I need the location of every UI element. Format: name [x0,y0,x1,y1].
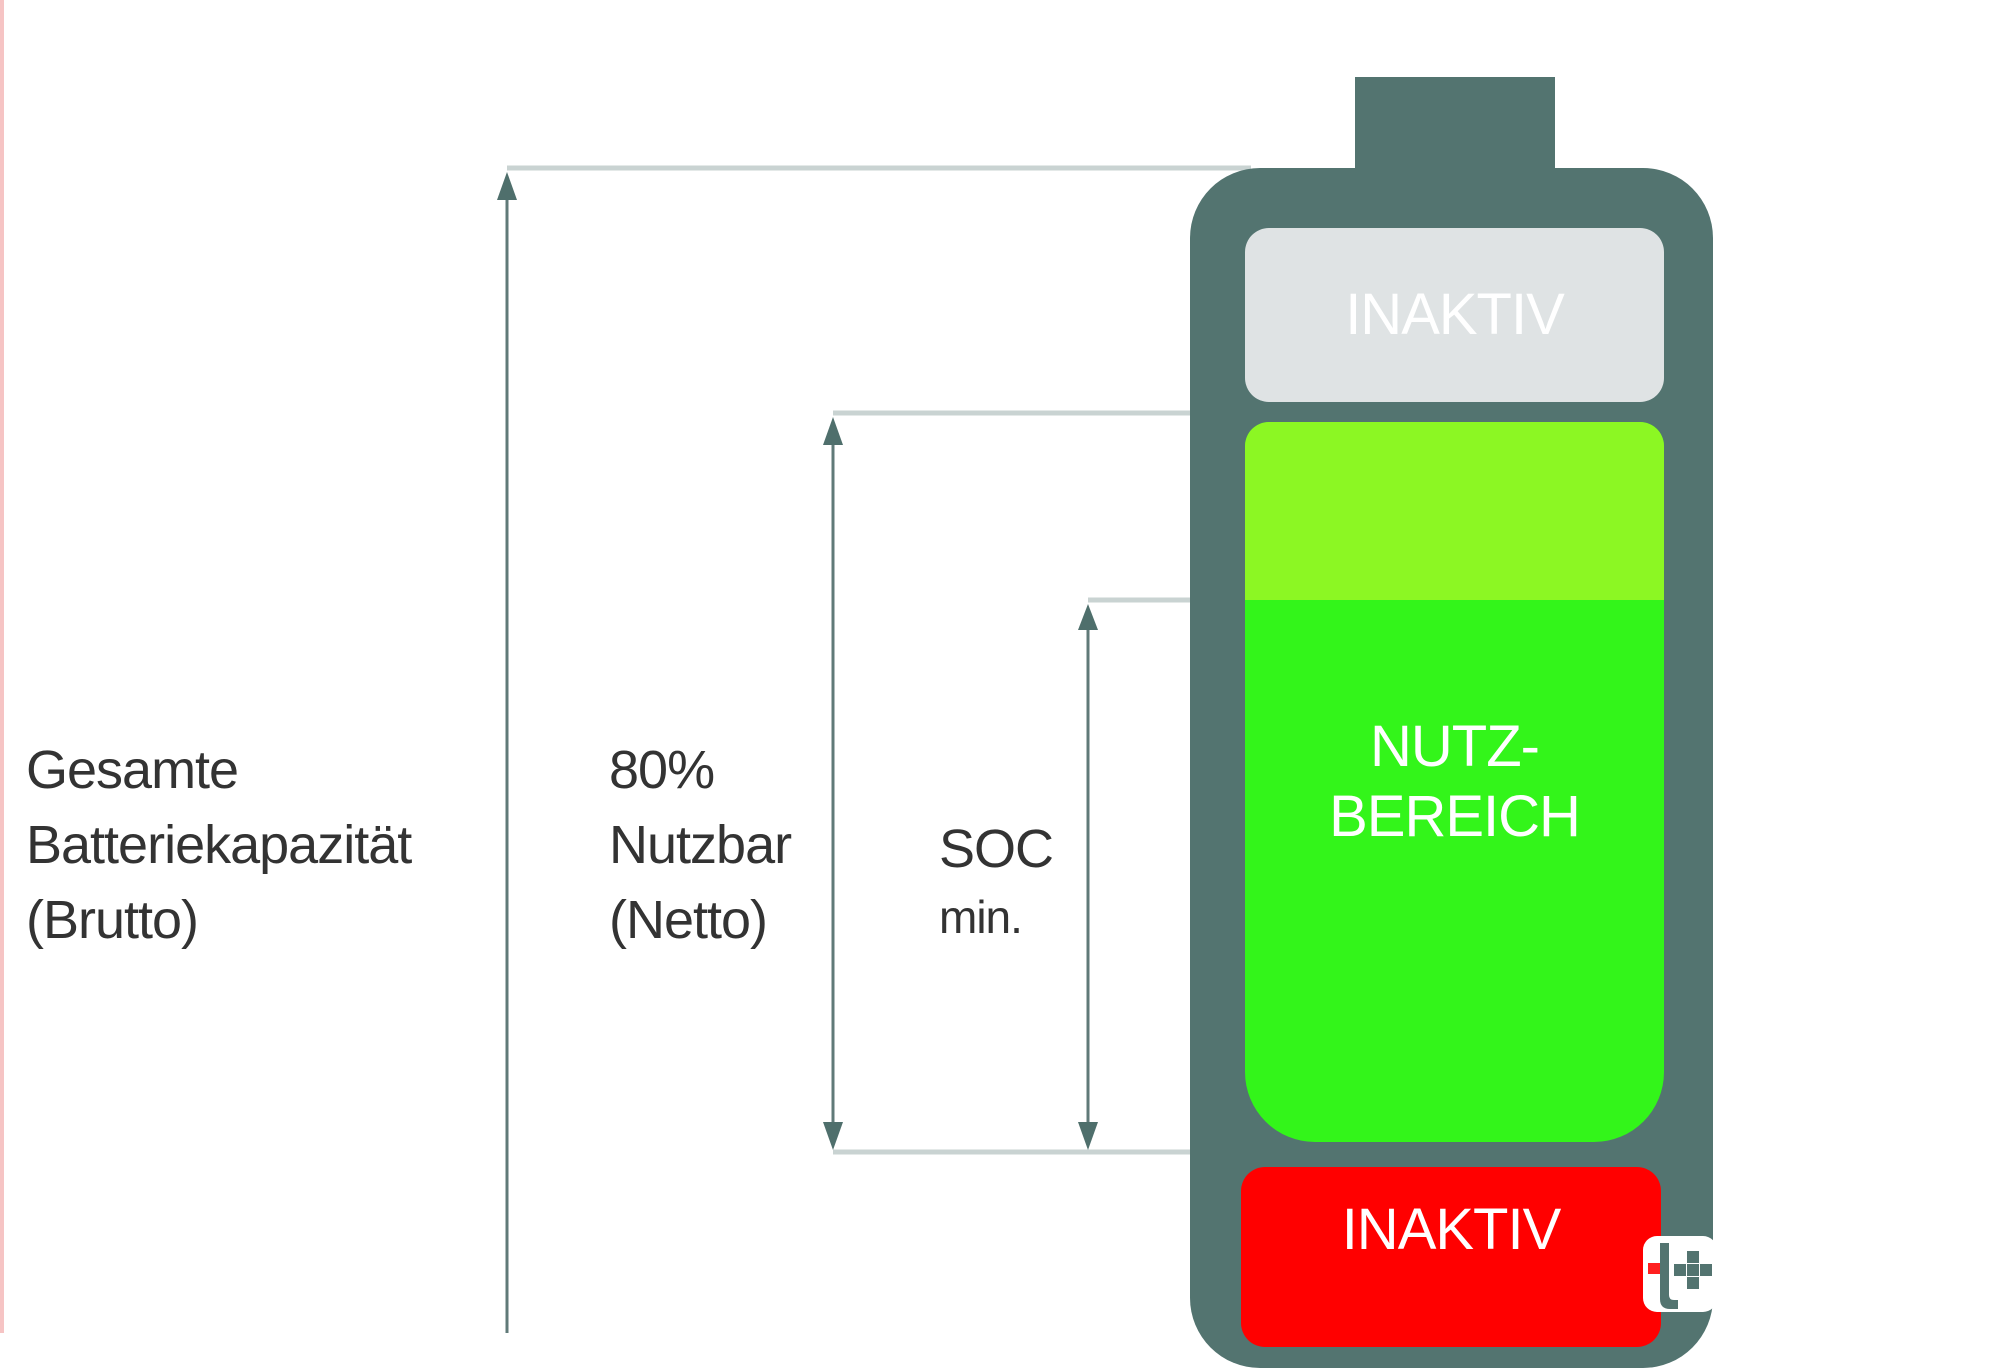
gross-line-2: Batteriekapazität [26,815,412,875]
usable-zone: NUTZ- BEREICH [1245,422,1664,1142]
gross-arrow-head-up [497,172,517,200]
logo-icon [1648,1243,1712,1309]
battery-terminal [1355,77,1555,177]
left-edge-line [0,0,4,1333]
soc-arrow-head-down [1078,1122,1098,1150]
inactive-bottom-label: INAKTIV [1341,1197,1562,1262]
inactive-bottom-zone: INAKTIV [1241,1167,1661,1347]
usable-line-1: NUTZ- [1370,714,1540,779]
net-line-1: 80% [609,740,715,800]
net-arrow-head-up [823,417,843,445]
inactive-top-zone: INAKTIV [1245,228,1664,402]
net-arrow-head-down [823,1122,843,1150]
soc-line-1: SOC [939,819,1054,879]
usable-zone-label: NUTZ- BEREICH [1245,712,1664,852]
net-line-3: (Netto) [609,890,768,950]
dimension-lines [497,165,1251,1333]
usable-upper-band [1245,422,1664,600]
soc-line-2: min. [939,891,1023,943]
brand-logo [1643,1236,1717,1312]
net-capacity-label: 80% Nutzbar (Netto) [609,733,792,958]
usable-line-2: BEREICH [1329,784,1581,849]
soc-arrow-head-up [1078,604,1098,630]
net-line-2: Nutzbar [609,815,792,875]
inactive-top-label: INAKTIV [1345,282,1565,347]
soc-min-label: SOC min. [939,815,1054,951]
gross-line-1: Gesamte [26,740,239,800]
gross-line-3: (Brutto) [26,890,199,950]
gross-capacity-label: Gesamte Batteriekapazität (Brutto) [26,733,412,958]
